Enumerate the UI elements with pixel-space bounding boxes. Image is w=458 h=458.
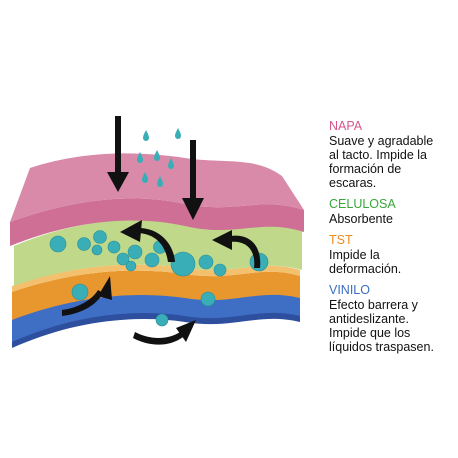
legend-entry-celulosa: CELULOSA Absorbente	[329, 197, 454, 226]
raindrop	[143, 130, 149, 141]
droplet	[155, 313, 169, 327]
legend-description-line: Absorbente	[329, 212, 393, 226]
legend-entry-napa: NAPA Suave y agradable al tacto. Impide …	[329, 119, 454, 190]
droplet	[116, 252, 130, 266]
droplet	[125, 260, 137, 272]
legend-description-line: líquidos traspasen.	[329, 340, 434, 354]
legend-description-line: escaras.	[329, 176, 377, 190]
legend-description-line: Impide la	[329, 248, 380, 262]
droplet	[71, 283, 89, 301]
droplet	[200, 291, 216, 307]
legend-title: CELULOSA	[329, 197, 396, 211]
raindrop	[154, 150, 160, 161]
tst-layer	[12, 270, 300, 320]
droplet	[77, 237, 91, 251]
legend-title: NAPA	[329, 119, 363, 133]
legend-description-line: al tacto. Impide la	[329, 148, 427, 162]
droplet	[144, 252, 160, 268]
raindrop	[175, 128, 181, 139]
down-arrow-icon	[182, 140, 204, 220]
legend-title: TST	[329, 233, 353, 247]
down-arrow-icon	[107, 116, 129, 192]
droplet	[107, 240, 121, 254]
curved-arrow-icon	[133, 320, 196, 345]
curved-arrow-icon	[62, 276, 112, 316]
legend-description-line: formación de	[329, 162, 402, 176]
raindrop	[137, 152, 143, 163]
curved-arrow-icon	[120, 220, 175, 262]
droplet	[198, 254, 214, 270]
pressure-arrows	[107, 116, 204, 220]
legend-title: VINILO	[329, 283, 370, 297]
droplet	[213, 263, 227, 277]
legend-description-line: Efecto barrera y	[329, 298, 418, 312]
legend-entry-vinilo: VINILO Efecto barrera y antideslizante. …	[329, 283, 454, 354]
legend-description-line: antideslizante.	[329, 312, 409, 326]
legend: NAPA Suave y agradable al tacto. Impide …	[329, 119, 454, 361]
curved-arrow-icon	[212, 230, 261, 268]
legend-description-line: deformación.	[329, 262, 402, 276]
droplet	[91, 244, 103, 256]
droplet	[49, 235, 67, 253]
napa-layer-front	[10, 198, 304, 246]
tst-layer-top	[12, 264, 300, 292]
raindrop	[168, 158, 174, 169]
raindrop	[142, 172, 148, 183]
droplet	[93, 230, 107, 244]
napa-layer	[10, 153, 304, 222]
falling-droplets	[137, 128, 181, 187]
raindrop	[157, 176, 163, 187]
droplet	[127, 244, 143, 260]
droplet	[170, 251, 196, 277]
flow-arrows	[62, 220, 261, 345]
legend-description-line: Suave y agradable	[329, 134, 434, 148]
legend-entry-tst: TST Impide la deformación.	[329, 233, 454, 276]
legend-description-line: Impide que los	[329, 326, 411, 340]
